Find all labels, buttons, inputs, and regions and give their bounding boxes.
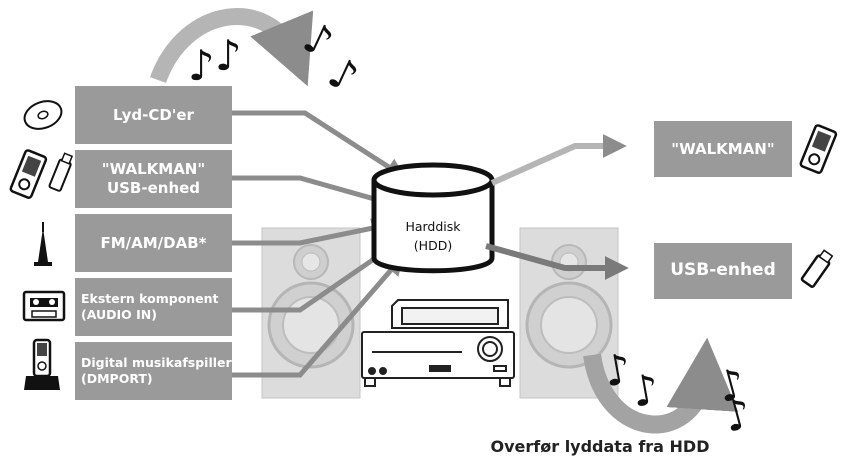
source-walkman-label: "WALKMAN" bbox=[101, 160, 206, 179]
antenna-icon bbox=[34, 222, 52, 266]
top-transfer-arrow bbox=[150, 8, 314, 87]
source-box-cd: Lyd-CD'er bbox=[75, 86, 232, 144]
source-dmport-label: Digital musikafspiller bbox=[81, 355, 232, 371]
destination-box-walkman: "WALKMAN" bbox=[654, 121, 792, 177]
svg-text:♪: ♪ bbox=[188, 41, 215, 90]
transfer-caption: Overfør lyddata fra HDD bbox=[490, 437, 710, 456]
cassette-icon bbox=[22, 290, 66, 322]
svg-text:♪: ♪ bbox=[215, 31, 242, 80]
usb-stick-icon bbox=[48, 152, 74, 192]
hard-disk-icon bbox=[371, 162, 495, 274]
output-arrows bbox=[485, 134, 629, 280]
walkman-icon bbox=[9, 149, 48, 199]
hdd-label-line1: Harddisk bbox=[405, 219, 461, 234]
usb-stick-icon bbox=[800, 249, 834, 288]
source-external-label: Ekstern komponent bbox=[81, 291, 219, 307]
source-cd-label: Lyd-CD'er bbox=[113, 105, 194, 124]
source-box-walkman-usb: "WALKMAN" USB-enhed bbox=[75, 150, 232, 208]
svg-text:♪: ♪ bbox=[321, 47, 366, 103]
music-player-dock-icon bbox=[24, 338, 60, 390]
walkman-icon bbox=[799, 124, 838, 174]
input-arrows bbox=[232, 110, 406, 378]
right-speaker-icon bbox=[519, 227, 619, 399]
svg-text:♪: ♪ bbox=[296, 12, 341, 68]
svg-text:♪: ♪ bbox=[628, 364, 663, 417]
destination-box-usb: USB-enhed bbox=[654, 243, 792, 299]
hdd-label: Harddisk (HDD) bbox=[378, 218, 488, 256]
source-tuner-label: FM/AM/DAB* bbox=[100, 233, 207, 252]
hdd-label-line2: (HDD) bbox=[413, 237, 453, 253]
svg-text:♪: ♪ bbox=[718, 388, 757, 442]
source-box-tuner: FM/AM/DAB* bbox=[75, 214, 232, 272]
destination-walkman-label: "WALKMAN" bbox=[671, 139, 775, 158]
source-box-external: Ekstern komponent (AUDIO IN) bbox=[75, 278, 232, 336]
destination-usb-label: USB-enhed bbox=[670, 260, 776, 281]
cd-icon bbox=[23, 100, 63, 130]
bottom-transfer-arrow bbox=[583, 337, 739, 434]
source-dmport-sub-label: (DMPORT) bbox=[81, 371, 153, 386]
source-audio-in-label: (AUDIO IN) bbox=[81, 307, 157, 322]
stereo-unit-icon bbox=[361, 299, 515, 387]
source-box-dmport: Digital musikafspiller (DMPORT) bbox=[75, 342, 232, 400]
source-usb-label: USB-enhed bbox=[106, 179, 201, 197]
